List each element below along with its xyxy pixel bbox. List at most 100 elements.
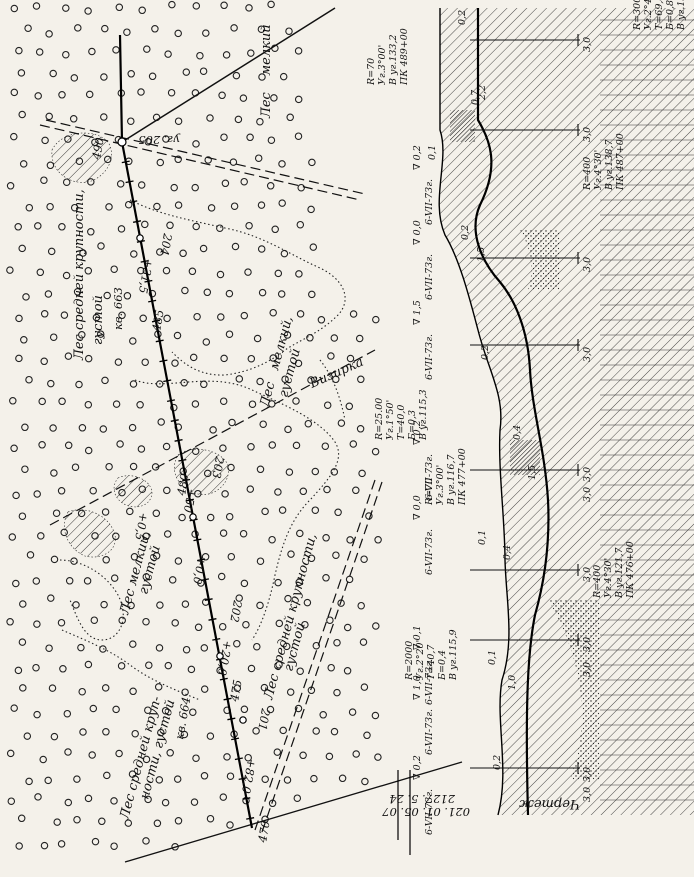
forest-symbol-circle [57, 840, 66, 848]
forest-symbol-circle [330, 727, 339, 736]
forest-symbol-circle [12, 579, 20, 588]
forest-symbol-circle [240, 705, 249, 714]
forest-symbol-circle [154, 683, 163, 691]
forest-symbol-circle [219, 444, 227, 452]
forest-symbol-circle [194, 623, 203, 632]
forest-symbol-circle [10, 4, 19, 13]
curve-param: R=400Уг.4°30'В уг.138,7ПК 487+00 [582, 133, 626, 191]
forest-symbol-circle [45, 644, 53, 652]
forest-symbol-circle [256, 377, 264, 386]
forest-symbol-circle [266, 182, 275, 190]
forest-symbol-circle [235, 375, 244, 383]
route-tick [182, 478, 191, 482]
forest-symbol-circle [301, 620, 309, 629]
forest-symbol-circle [52, 509, 61, 517]
forest-symbol-circle [294, 704, 303, 713]
section-mark: ∇ 0,0 [412, 220, 423, 245]
forest-symbol-circle [323, 401, 332, 409]
angle-label: уг. 205 [138, 133, 181, 147]
forest-symbol-circle [360, 683, 369, 691]
forest-symbol-circle [139, 314, 147, 323]
forest-symbol-circle [155, 644, 164, 652]
forest-symbol-circle [294, 95, 303, 104]
forest-symbol-circle [278, 160, 286, 168]
section-mark: ∇ 1,5 [412, 300, 423, 325]
forest-symbol-circle [34, 222, 42, 230]
ground-hatch [439, 8, 694, 815]
forest-symbol-circle [226, 772, 235, 780]
forest-symbol-circle [114, 358, 123, 366]
forest-symbol-circle [151, 25, 159, 33]
forest-symbol-circle [163, 486, 171, 495]
forest-symbol-circle [229, 158, 238, 166]
forest-symbol-circle [225, 330, 234, 338]
forest-symbol-circle [322, 574, 330, 582]
forest-symbol-circle [274, 269, 283, 278]
forest-symbol-circle [72, 601, 80, 609]
swamp-hatch [174, 449, 229, 495]
forest-symbol-circle [299, 487, 308, 496]
swamp-hatch [113, 475, 153, 508]
forest-symbol-circle [352, 750, 360, 758]
forest-symbol-circle [15, 46, 23, 55]
forest-symbol-circle [182, 645, 191, 654]
forest-symbol-circle [47, 379, 55, 388]
forest-symbol-circle [179, 249, 187, 258]
forest-symbol-circle [286, 113, 294, 122]
forest-symbol-circle [166, 749, 174, 757]
forest-symbol-circle [137, 181, 146, 189]
forest-symbol-circle [129, 640, 137, 648]
profile-value: 0,7 [470, 89, 481, 105]
forest-symbol-circle [137, 88, 145, 96]
forest-symbol-circle [17, 69, 26, 77]
forest-symbol-circle [174, 29, 182, 38]
route-tick [178, 458, 187, 462]
forest-symbol-circle [222, 51, 231, 59]
forest-symbol-circle [374, 536, 382, 544]
profile-value: 0,2 [460, 225, 471, 240]
cut-zone [510, 440, 540, 475]
forest-symbol-circle [97, 242, 105, 250]
forest-symbol-circle [371, 711, 380, 720]
forest-symbol-circle [12, 491, 20, 500]
forest-symbol-circle [174, 117, 183, 125]
route-tick [166, 399, 176, 403]
forest-symbol-circle [191, 400, 200, 408]
forest-symbol-circle [304, 419, 313, 428]
depth-value: 3,0 [582, 787, 593, 802]
forest-symbol-circle [33, 710, 41, 719]
forest-symbol-circle [360, 555, 368, 563]
forest-symbol-circle [78, 331, 86, 339]
forest-symbol-circle [46, 161, 55, 170]
forest-symbol-circle [47, 594, 55, 602]
depth-value: 3,0 [582, 487, 593, 502]
forest-symbol-circle [110, 842, 118, 850]
curve-param: R=400Уг.4°30'В уг.121,7ПК 476+00 [592, 541, 636, 599]
forest-symbol-circle [206, 513, 215, 522]
longitudinal-profile: ∇ 0,26-VII-73г.∇ 0,06-VII-73г.∇ 1,56-VII… [366, 0, 694, 835]
forest-symbol-circle [266, 705, 275, 714]
forest-symbol-circle [141, 220, 149, 229]
forest-symbol-circle [190, 798, 199, 806]
forest-symbol-circle [278, 199, 286, 207]
forest-symbol-circle [142, 532, 150, 541]
quarter-label: кв. 663 [111, 287, 125, 330]
forest-symbol-circle [220, 354, 228, 363]
forest-symbol-circle [219, 793, 228, 801]
forest-symbol-circle [221, 179, 230, 188]
plus-label: +0,0 [190, 555, 209, 585]
grid-lines [600, 19, 694, 801]
forest-symbol-circle [127, 70, 135, 78]
route-tick [204, 598, 213, 601]
forest-symbol-circle [152, 509, 161, 518]
forest-symbol-circle [240, 311, 249, 320]
forest-symbol-circle [363, 731, 371, 740]
forest-symbol-circle [189, 708, 197, 716]
forest-symbol-circle [40, 310, 49, 318]
forest-symbol-circle [156, 601, 164, 609]
forest-symbol-circle [285, 27, 293, 35]
forest-symbol-circle [200, 644, 209, 652]
forest-symbol-circle [6, 749, 15, 758]
forest-symbols [6, 0, 382, 851]
curve-param: R=25.00Уг.1°50'Т=40,0Б=0,3В уг.115,3 [374, 389, 429, 441]
